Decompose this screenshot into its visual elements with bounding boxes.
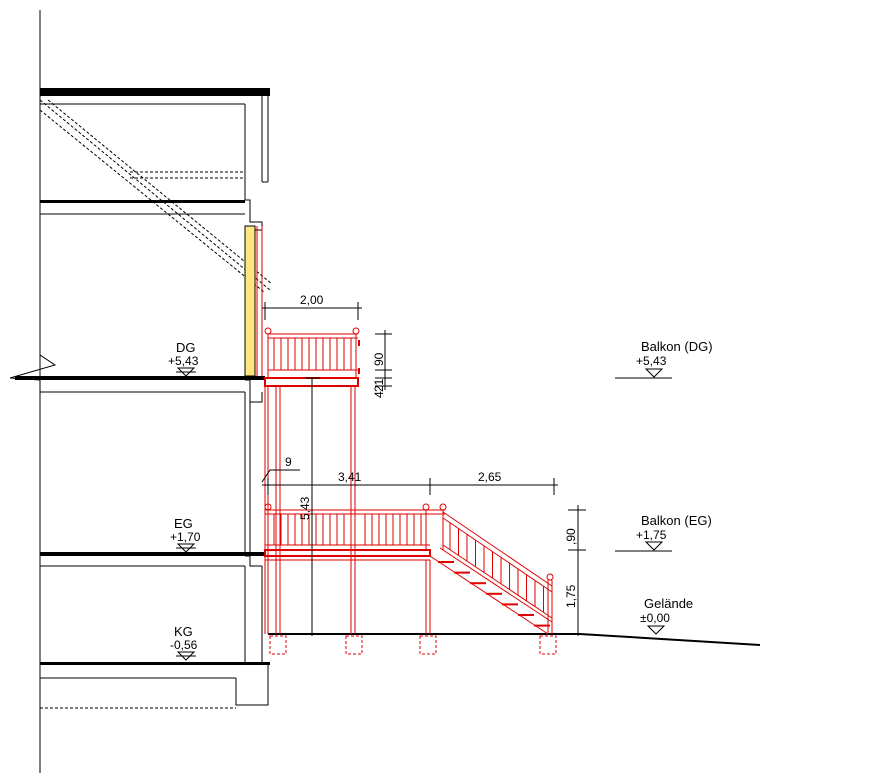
dim-eg-height: 1,75 [564, 584, 578, 608]
dim-slab-dg-b: 4 [372, 391, 386, 398]
level-balkon-dg-value: +5,43 [636, 354, 667, 368]
dimension-lines [261, 302, 586, 636]
level-gelaende-value: ±0,00 [640, 611, 670, 625]
dim-railing-height-dg: 90 [372, 352, 386, 366]
level-gelaende-name: Gelände [644, 596, 693, 611]
level-marker-balkon-eg: Balkon (EG) +1,75 [615, 513, 712, 552]
balusters-eg [273, 514, 422, 545]
dim-slab-dg: 21 [372, 378, 386, 392]
dim-stair-run: 2,65 [478, 470, 502, 484]
level-marker-dg: DG +5,43 [168, 340, 199, 377]
new-balcony-structure [264, 327, 557, 655]
level-dg-name: DG [176, 340, 196, 355]
balusters-dg [273, 338, 352, 370]
existing-building [9, 10, 273, 773]
stair [429, 511, 554, 635]
level-marker-eg: EG +1,70 [170, 516, 201, 553]
stair-treads [438, 561, 550, 627]
level-eg-value: +1,70 [170, 530, 201, 544]
dim-balcony-depth-eg: 3,41 [338, 470, 362, 484]
level-marker-gelaende: Gelände ±0,00 [640, 596, 693, 635]
level-marker-kg: KG -0,56 [170, 624, 198, 661]
dim-total-height: 5,43 [298, 496, 312, 520]
ground-line [268, 633, 761, 646]
level-marker-balkon-dg: Balkon (DG) +5,43 [615, 339, 713, 379]
level-kg-value: -0,56 [170, 638, 198, 652]
level-dg-value: +5,43 [168, 354, 199, 368]
dim-offset: 9 [285, 455, 292, 469]
level-balkon-eg-name: Balkon (EG) [641, 513, 712, 528]
railing-dg [264, 327, 360, 378]
level-eg-name: EG [174, 516, 193, 531]
level-balkon-eg-value: +1,75 [636, 528, 667, 542]
stair-balusters [449, 522, 544, 613]
level-kg-name: KG [174, 624, 193, 639]
dim-railing-height-eg: ,90 [564, 528, 578, 545]
dim-balcony-depth-dg: 2,00 [300, 293, 324, 307]
level-balkon-dg-name: Balkon (DG) [641, 339, 713, 354]
